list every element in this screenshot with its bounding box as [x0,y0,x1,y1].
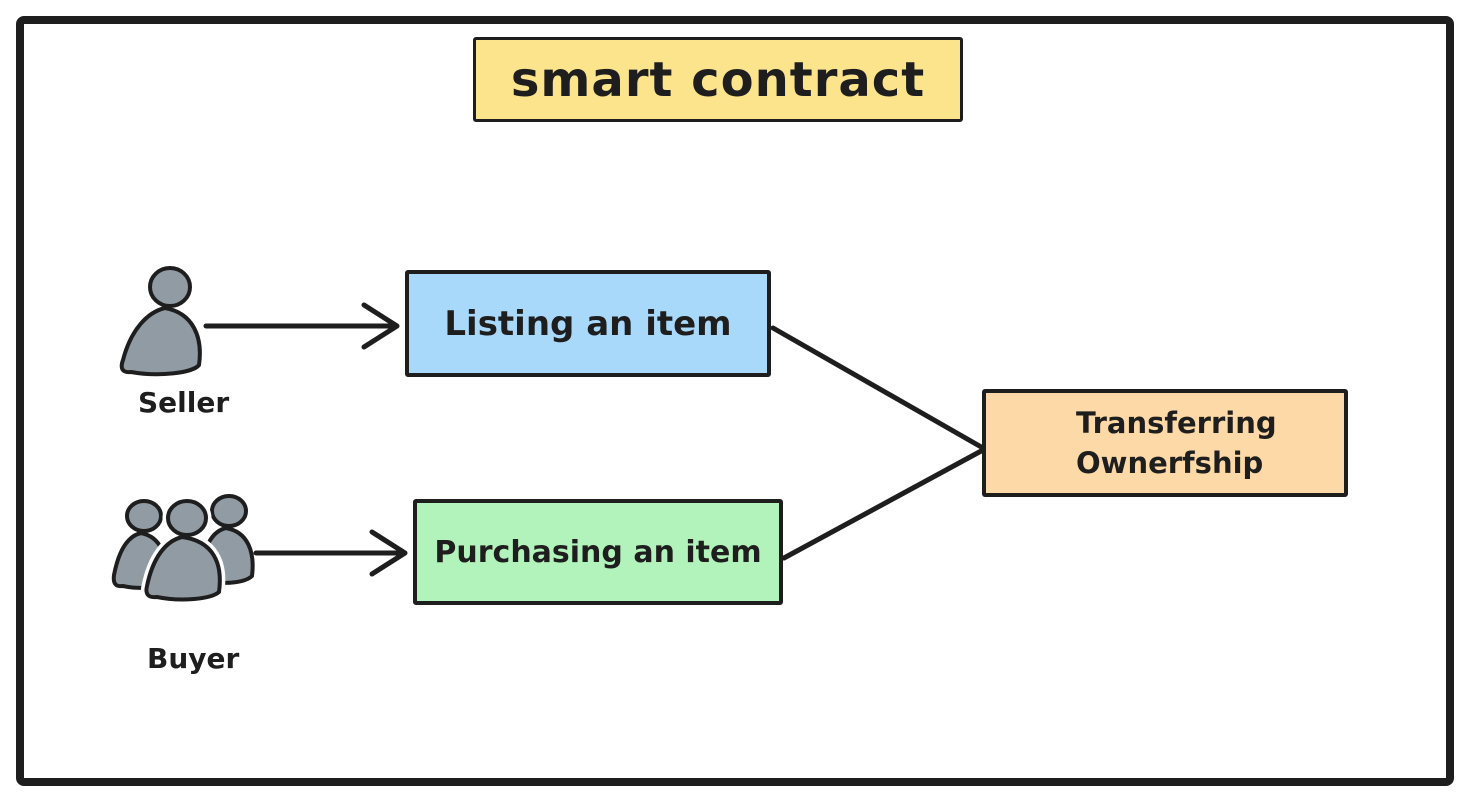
person-head [148,266,192,308]
buyer-figure [110,490,266,605]
people-icon [111,494,255,605]
outer-border [16,16,1454,786]
buyer-label: Buyer [147,642,240,675]
title-box: smart contract [473,37,963,122]
seller-figure [116,266,212,378]
person-icon [119,266,202,377]
seller-label: Seller [138,386,230,419]
purchasing-label: Purchasing an item [434,534,762,570]
transferring-node: Transferring Ownerfship [982,389,1348,497]
diagram-title: smart contract [510,51,926,108]
transferring-label-line2: Ownerfship [1076,446,1264,480]
person-body [144,535,222,602]
person-head [210,494,248,528]
person-head [125,499,163,533]
transferring-label-line1: Transferring [1076,406,1277,440]
listing-label: Listing an item [444,303,732,344]
person-head [166,499,208,537]
purchasing-node: Purchasing an item [413,499,783,605]
person-body [119,306,202,377]
listing-node: Listing an item [405,270,771,377]
